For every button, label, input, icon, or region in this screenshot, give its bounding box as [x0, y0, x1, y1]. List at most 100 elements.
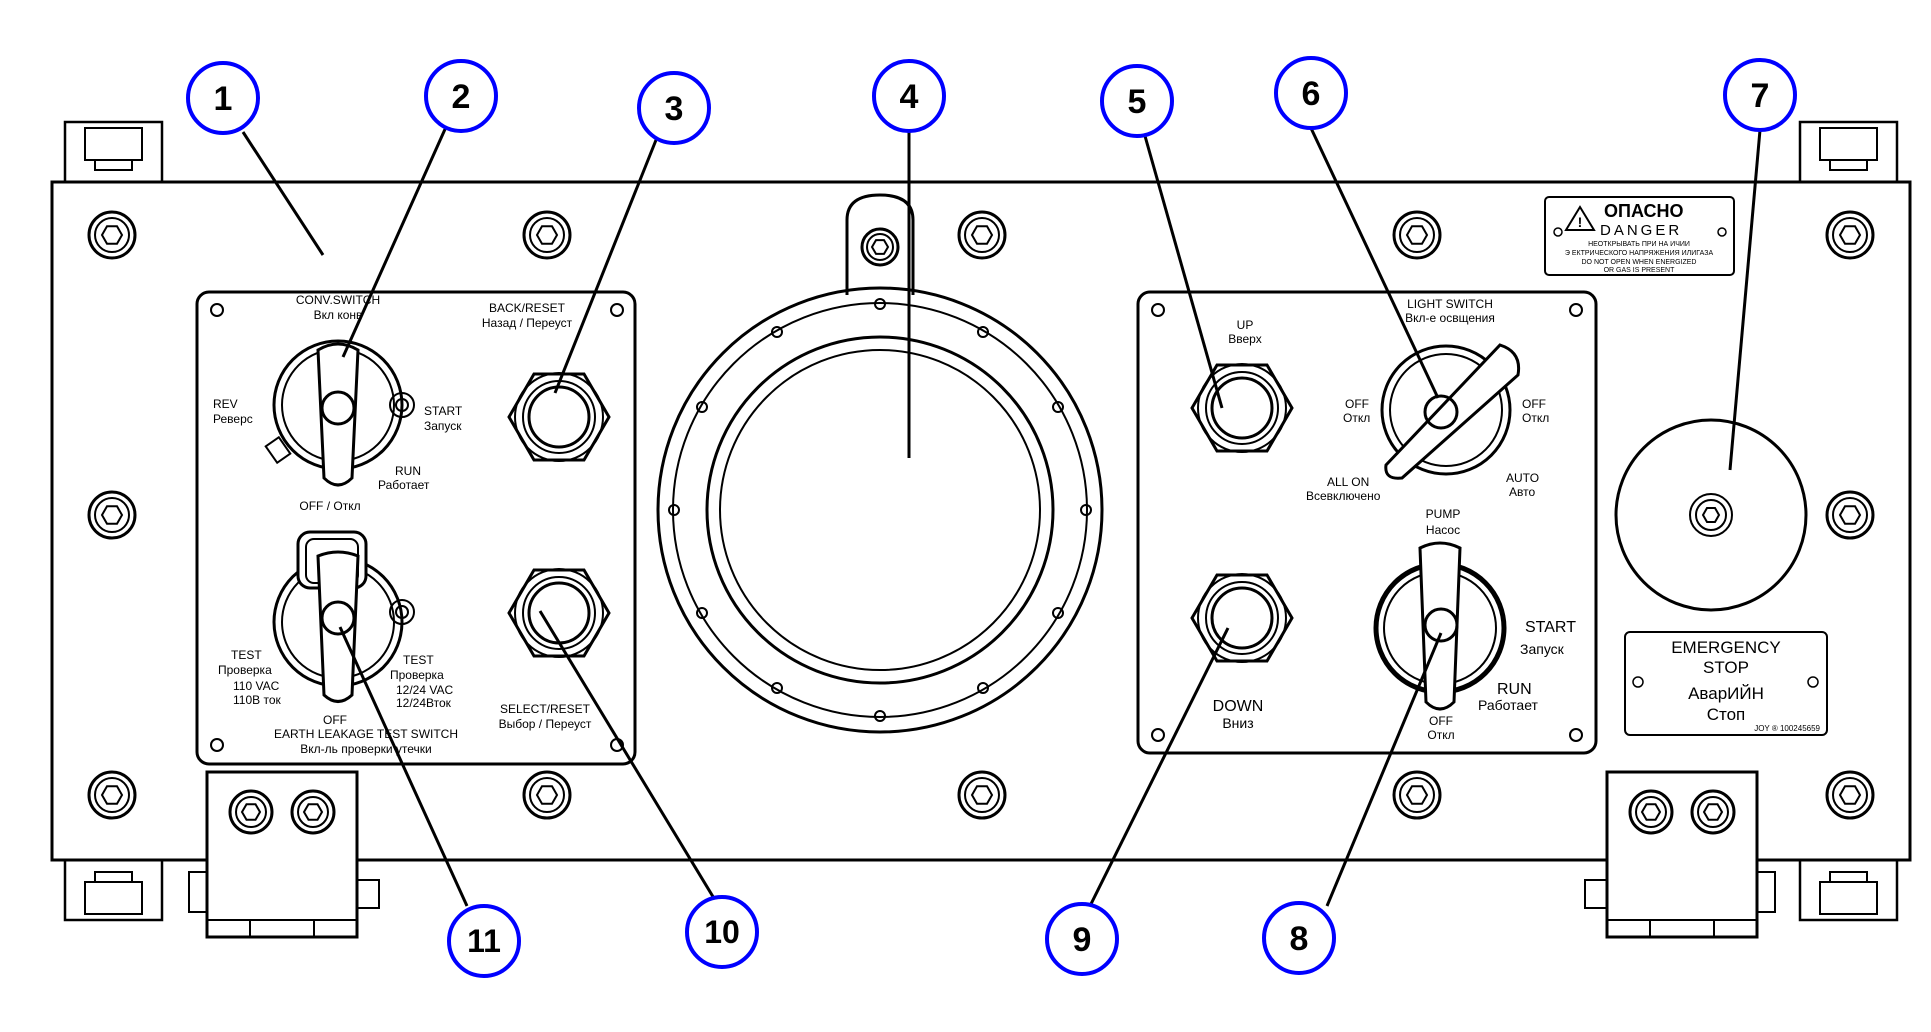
callout-10: 10 — [685, 895, 759, 969]
danger-title: DANGER — [1600, 222, 1682, 239]
vac-1224-label-ru: 12/24Вток — [396, 696, 452, 710]
svg-text:3: 3 — [665, 90, 684, 128]
back-reset-label-ru: Назад / Переуст — [482, 316, 573, 330]
svg-text:6: 6 — [1302, 75, 1321, 113]
cover-bolt — [87, 770, 137, 820]
exclamation-icon: ! — [1578, 214, 1583, 230]
vac-1224-label: 12/24 VAC — [396, 683, 453, 697]
down-button[interactable] — [1190, 573, 1294, 663]
cover-bolt — [1392, 210, 1442, 260]
svg-text:10: 10 — [704, 914, 740, 950]
auto-label: AUTO — [1506, 471, 1539, 485]
callout-2: 2 — [424, 59, 498, 133]
select-reset-button[interactable] — [507, 568, 611, 658]
leader-3 — [553, 134, 660, 394]
light-off-right-label: OFF — [1522, 397, 1546, 411]
callout-3: 3 — [637, 71, 711, 145]
select-reset-label-ru: Выбор / Переуст — [499, 717, 592, 731]
run-label: RUN — [395, 464, 421, 478]
rev-label-ru: Реверс — [213, 412, 253, 426]
svg-text:9: 9 — [1073, 921, 1092, 959]
emergency-line-4: Стоп — [1707, 705, 1746, 724]
gland-bolt — [1690, 789, 1736, 835]
cover-bolt — [522, 770, 572, 820]
gland-bolt — [228, 789, 274, 835]
svg-text:2: 2 — [452, 78, 471, 116]
cover-bolt — [957, 770, 1007, 820]
callouts: 1 2 3 4 5 6 7 8 9 10 11 — [186, 56, 1797, 978]
cover-bolt — [1825, 210, 1875, 260]
svg-text:7: 7 — [1751, 77, 1770, 115]
light-off-right-label-ru: Откл — [1522, 411, 1549, 425]
svg-text:8: 8 — [1290, 920, 1309, 958]
leader-9 — [1088, 627, 1230, 907]
callout-4: 4 — [872, 59, 946, 133]
all-on-label-ru: Всевключено — [1306, 489, 1381, 503]
light-off-left-label: OFF — [1345, 397, 1369, 411]
pump-start-label-ru: Запуск — [1520, 641, 1565, 657]
leader-11 — [338, 626, 469, 907]
auto-label-ru: Авто — [1509, 485, 1535, 499]
danger-line-3: DO NOT OPEN WHEN ENERGIZED — [1582, 259, 1697, 266]
window-flange-holes — [668, 298, 1092, 722]
window-clamp-bolt — [860, 227, 900, 267]
light-switch-label-ru: Вкл-е освщения — [1405, 311, 1495, 325]
callout-11: 11 — [447, 904, 521, 978]
light-switch[interactable] — [1380, 343, 1521, 480]
start-label-ru: Запуск — [424, 419, 462, 433]
leader-1 — [241, 131, 325, 256]
pump-label: PUMP — [1426, 507, 1461, 521]
danger-title-ru: ОПАСНО — [1604, 201, 1684, 221]
svg-text:5: 5 — [1128, 83, 1147, 121]
callout-9: 9 — [1045, 902, 1119, 976]
danger-line-4: OR GAS IS PRESENT — [1604, 267, 1676, 274]
leader-5 — [1143, 135, 1224, 409]
callout-leaders — [241, 125, 1762, 907]
emergency-line-1: EMERGENCY — [1671, 638, 1781, 657]
emergency-stop-button[interactable] — [1614, 418, 1808, 612]
rev-label: REV — [213, 397, 238, 411]
mounting-foot-top-right — [1798, 120, 1899, 186]
conv-switch-label-ru: Вкл конв — [314, 308, 363, 322]
up-label: UP — [1237, 318, 1254, 332]
left-control-panel: CONV.SWITCH Вкл конв REV Реверс START За… — [195, 290, 637, 766]
pump-switch[interactable] — [1373, 541, 1507, 711]
danger-warning-plate: ! ОПАСНО DANGER НЕОТКРЫВАТЬ ПРИ НА ИЧИИ … — [1544, 196, 1735, 276]
emergency-line-3: АварИЙН — [1688, 684, 1764, 703]
leader-7 — [1728, 129, 1762, 471]
earth-leakage-test-switch[interactable] — [272, 530, 415, 703]
conveyor-switch[interactable] — [264, 339, 415, 487]
viewing-window — [656, 193, 1104, 734]
danger-line-1: НЕОТКРЫВАТЬ ПРИ НА ИЧИИ — [1588, 241, 1690, 248]
test-left-label: TEST — [231, 648, 262, 662]
callout-7: 7 — [1723, 58, 1797, 132]
cable-gland-box-right — [1584, 770, 1776, 939]
leader-10 — [538, 610, 717, 901]
up-button[interactable] — [1190, 363, 1294, 453]
start-label: START — [424, 404, 463, 418]
callout-8: 8 — [1262, 901, 1336, 975]
mounting-foot-top-left — [63, 120, 164, 186]
leak-off-label: OFF — [323, 713, 347, 727]
light-off-left-label-ru: Откл — [1343, 411, 1370, 425]
down-label-ru: Вниз — [1222, 715, 1253, 731]
earth-leakage-label-ru: Вкл-ль проверки утечки — [300, 742, 432, 756]
run-label-ru: Работает — [378, 478, 430, 492]
test-right-label: TEST — [403, 653, 434, 667]
test-right-label-ru: Проверка — [390, 668, 444, 682]
warning-triangle-icon — [1564, 205, 1596, 231]
select-reset-label: SELECT/RESET — [500, 702, 591, 716]
pump-off-label-ru: Откл — [1427, 728, 1454, 742]
callout-5: 5 — [1100, 64, 1174, 138]
mounting-foot-bottom-left — [63, 856, 164, 922]
cover-bolt — [87, 490, 137, 540]
down-label: DOWN — [1213, 698, 1264, 715]
svg-text:4: 4 — [900, 78, 919, 116]
leader-2 — [341, 126, 448, 358]
pump-run-label: RUN — [1497, 681, 1532, 698]
cover-bolt — [522, 210, 572, 260]
mounting-foot-bottom-right — [1798, 856, 1899, 922]
vac-110-label-ru: 110В ток — [233, 693, 282, 707]
svg-text:1: 1 — [214, 80, 233, 118]
conv-switch-label: CONV.SWITCH — [296, 293, 380, 307]
